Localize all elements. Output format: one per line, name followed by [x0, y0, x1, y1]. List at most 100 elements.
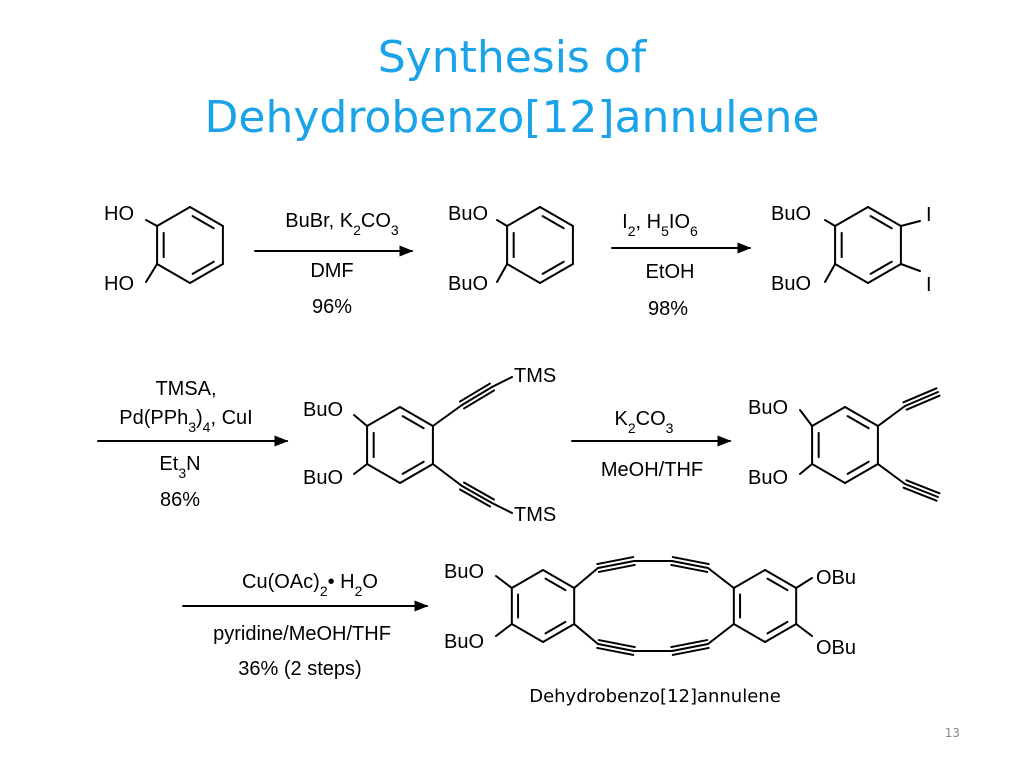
iodo-bond: [899, 263, 921, 272]
step1-yield: 96%: [312, 296, 352, 318]
bridge-bond: [573, 567, 599, 589]
diethynylarene-ring-bond: [844, 406, 879, 427]
alkyne-bond: [491, 502, 513, 514]
catechol-ring-bond: [189, 263, 224, 284]
butoxy-bond: [495, 575, 513, 589]
step2-yield: 98%: [648, 298, 688, 320]
butoxy-bond: [496, 263, 509, 283]
step3-reagent-line1: TMSA,: [155, 378, 216, 400]
hydroxyl-label: HO: [104, 273, 134, 295]
butoxy-bond: [353, 463, 369, 475]
bridge-triple-bond: [596, 646, 635, 656]
alkyne-triple-bond: [459, 488, 492, 508]
diethynylarene-ring-bond: [844, 463, 879, 484]
hydroxyl-label: HO: [104, 203, 134, 225]
bis-tms-arene-ring-bond: [399, 463, 434, 484]
iodo-label: I: [926, 274, 932, 296]
slide-title: Synthesis of Dehydrobenzo[12]annulene: [0, 28, 1024, 148]
catechol-double-bond: [191, 260, 215, 275]
butoxy-bond: [824, 219, 837, 227]
product-caption: Dehydrobenzo[12]annulene: [529, 686, 781, 707]
butoxy-label: OBu: [816, 637, 856, 659]
bridge-triple-bond: [597, 639, 636, 649]
butoxy-label: BuO: [444, 561, 484, 583]
step2-conditions: EtOH: [646, 261, 695, 283]
catechol-ring-bond: [189, 206, 224, 227]
bridge-bond: [707, 567, 735, 589]
alkyne-triple-bond: [904, 483, 939, 498]
diiodobenzene-ring-bond: [867, 206, 902, 227]
step1-reagents: BuBr, K2CO3: [285, 210, 399, 238]
step3-reagents: Pd(PPh3)4, CuI: [119, 407, 252, 435]
annulene-right-ring-ring-bond: [732, 569, 766, 589]
butoxy-label: BuO: [303, 399, 343, 421]
bridge-triple-bond: [597, 563, 636, 573]
iodo-label: I: [926, 204, 932, 226]
hydroxyl-bond: [145, 219, 159, 227]
bis-tms-arene-double-bond: [401, 415, 425, 430]
alkyne-bond: [876, 405, 906, 427]
annulene-left-ring-double-bond: [544, 620, 567, 635]
butoxy-bond: [795, 577, 813, 589]
butoxy-bond: [824, 263, 837, 283]
alkyne-triple-bond: [902, 387, 938, 404]
annulene-right-ring-double-bond: [766, 577, 789, 592]
bridge-triple-bond: [670, 639, 709, 649]
alkyne-triple-bond: [904, 391, 939, 407]
catechol-ring-bond: [156, 263, 191, 284]
annulene-right-ring-ring-bond: [764, 623, 798, 643]
catechol-ring-bond: [156, 206, 191, 227]
butoxy-label: BuO: [748, 467, 788, 489]
butoxy-label: BuO: [748, 397, 788, 419]
hydroxyl-bond: [145, 263, 159, 283]
butoxy-bond: [799, 409, 814, 427]
bridge-triple-bond: [597, 560, 635, 569]
step1-conditions: DMF: [310, 260, 353, 282]
butoxy-label: BuO: [771, 203, 811, 225]
alkyne-triple-bond: [902, 486, 938, 502]
bis-tms-arene-ring-bond: [366, 406, 401, 427]
alkyne-bond: [431, 404, 463, 427]
butoxy-bond: [496, 219, 509, 227]
annulene-left-ring-ring-bond: [510, 569, 544, 589]
bridge-triple-bond: [596, 556, 635, 566]
alkyne-triple-bond: [462, 481, 495, 501]
step3-conditions: Et3N: [159, 453, 200, 481]
diiodobenzene-double-bond: [869, 260, 893, 275]
annulene-right-ring-ring-bond: [764, 569, 798, 589]
dibutoxybenzene-ring-bond: [506, 263, 541, 284]
alkyne-triple-bond: [905, 394, 941, 411]
bis-tms-arene-ring-bond: [366, 463, 401, 484]
diiodobenzene-ring-bond: [834, 206, 869, 227]
butoxy-bond: [495, 623, 513, 637]
bis-tms-arene-double-bond: [401, 460, 425, 475]
alkyne-triple-bond: [463, 389, 496, 410]
alkyne-triple-bond: [458, 382, 491, 403]
butoxy-bond: [795, 623, 813, 637]
bridge-triple-bond: [671, 646, 710, 656]
bridge-triple-bond: [671, 643, 709, 652]
step4-reagents: K2CO3: [615, 408, 674, 436]
alkyne-bond: [491, 376, 513, 388]
alkyne-triple-bond: [905, 479, 941, 495]
butoxy-label: BuO: [448, 203, 488, 225]
annulene-right-ring-double-bond: [766, 620, 789, 635]
bridge-bond: [707, 623, 735, 645]
bridge-triple-bond: [670, 563, 709, 573]
butoxy-label: OBu: [816, 567, 856, 589]
diiodobenzene-ring-bond: [867, 263, 902, 284]
annulene-left-ring-ring-bond: [510, 623, 544, 643]
bridge-triple-bond: [671, 556, 710, 566]
annulene-left-ring-double-bond: [544, 577, 567, 592]
tms-label: TMS: [514, 365, 556, 387]
iodo-bond: [899, 220, 921, 227]
annulene-left-ring-ring-bond: [542, 569, 576, 589]
butoxy-label: BuO: [303, 467, 343, 489]
dibutoxybenzene-double-bond: [541, 260, 565, 275]
annulene-left-ring-ring-bond: [542, 623, 576, 643]
title-line-1: Synthesis of: [377, 32, 647, 83]
dibutoxybenzene-ring-bond: [539, 206, 574, 227]
butoxy-label: BuO: [448, 273, 488, 295]
bis-tms-arene-ring-bond: [399, 406, 434, 427]
step5-yield: 36% (2 steps): [238, 658, 361, 680]
